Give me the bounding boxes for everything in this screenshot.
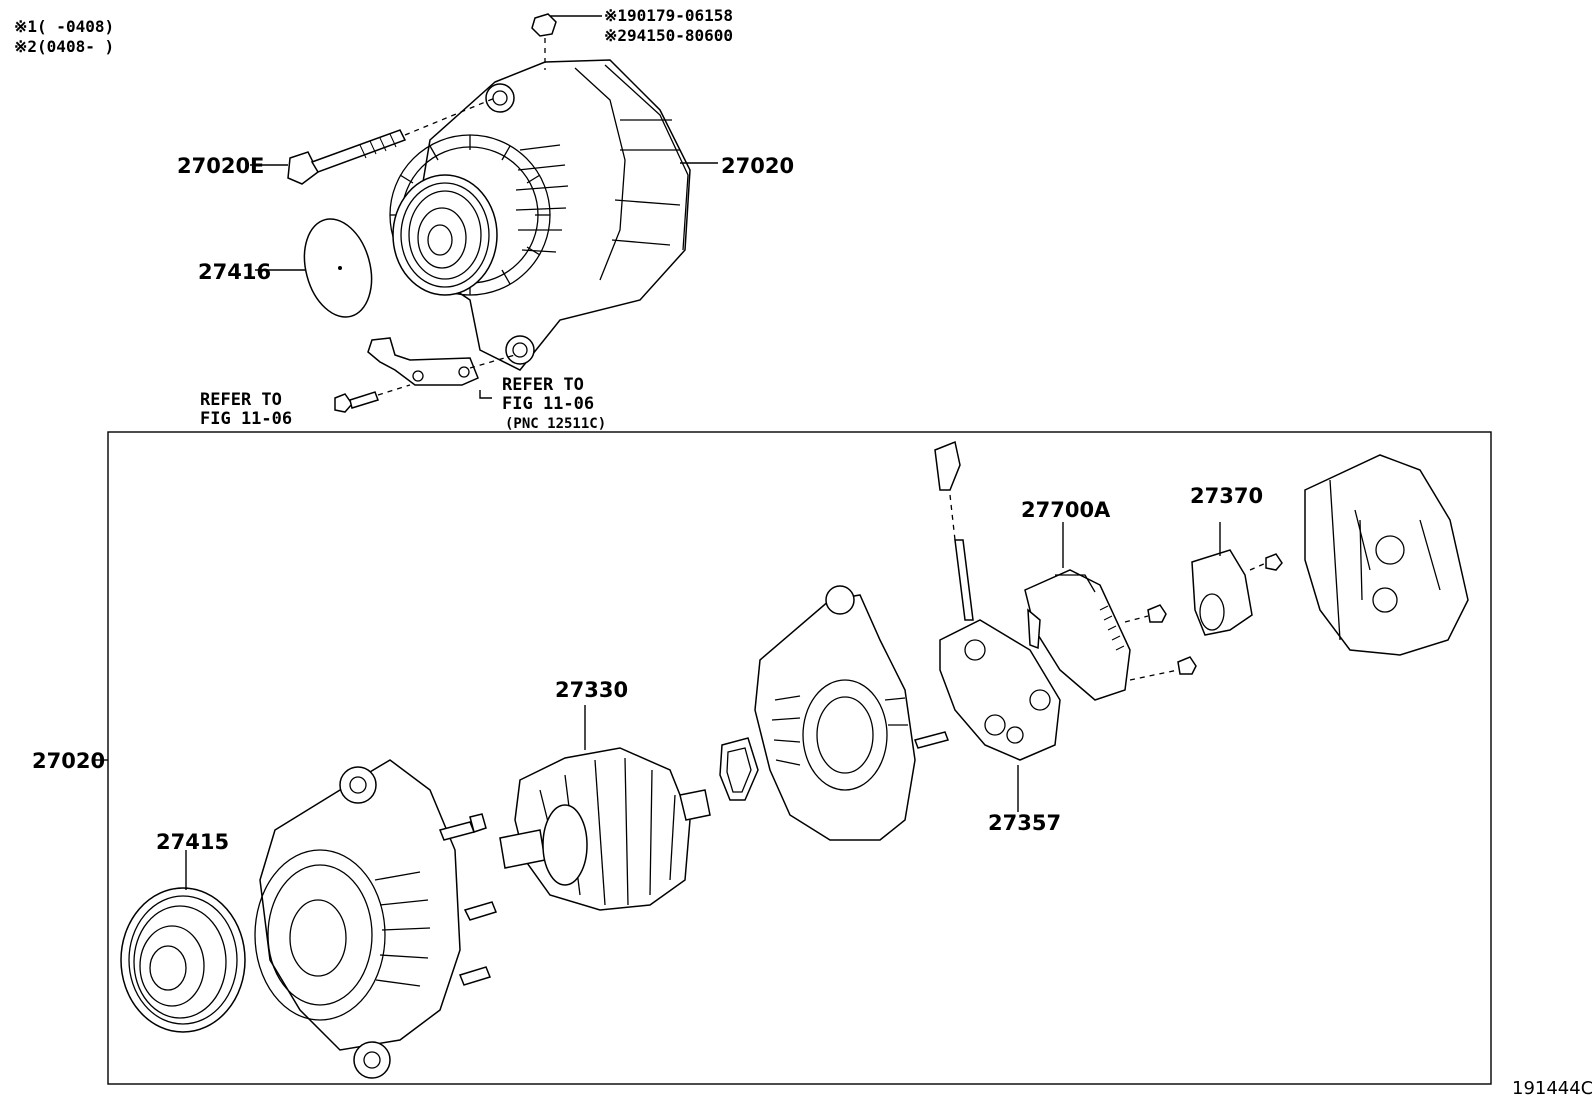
refer-notes: REFER TO FIG 11-06 REFER TO FIG 11-06 (P…: [200, 375, 606, 432]
top-alternator-assembly: [250, 13, 718, 413]
notes: ※1( -0408) ※2(0408- ) ※190179-06158 ※294…: [14, 6, 733, 56]
label-27357: 27357: [988, 811, 1061, 835]
terminal-insulator-27370: [1191, 522, 1283, 636]
rectifier-holder-27357: [934, 440, 1061, 812]
rectifier-end-frame: [754, 585, 949, 841]
regulator-27700A: [1024, 522, 1131, 701]
label-27700A: 27700A: [1021, 498, 1111, 522]
bolt-part-2: ※294150-80600: [604, 26, 733, 45]
figure-id: 191444C: [1512, 1078, 1592, 1099]
drive-end-frame: [254, 759, 497, 1079]
refer-right-line2: FIG 11-06: [502, 394, 594, 414]
pulley-27415: [120, 850, 246, 1033]
note-2: ※2(0408- ): [14, 37, 114, 56]
label-27370: 27370: [1190, 484, 1263, 508]
label-27020-top: 27020: [721, 154, 794, 178]
rotor-27330: [499, 705, 711, 911]
rear-cover: [1304, 454, 1469, 656]
exploded-view-frame: [107, 431, 1492, 1085]
refer-left-line2: FIG 11-06: [200, 409, 292, 429]
exploded-view: [120, 440, 1469, 1079]
note-1: ※1( -0408): [14, 17, 114, 36]
label-27415: 27415: [156, 830, 229, 854]
refer-right-line1: REFER TO: [502, 375, 584, 395]
label-27020E: 27020E: [177, 154, 264, 178]
refer-left-line1: REFER TO: [200, 390, 282, 410]
label-27020-main: 27020: [32, 749, 105, 773]
label-27416: 27416: [198, 260, 271, 284]
refer-right-line3: (PNC 12511C): [505, 416, 606, 432]
part-labels: 27020E 27020 27416 27020 27415 27330 273…: [32, 154, 1263, 854]
bolt-part-1: ※190179-06158: [604, 6, 733, 25]
label-27330: 27330: [555, 678, 628, 702]
